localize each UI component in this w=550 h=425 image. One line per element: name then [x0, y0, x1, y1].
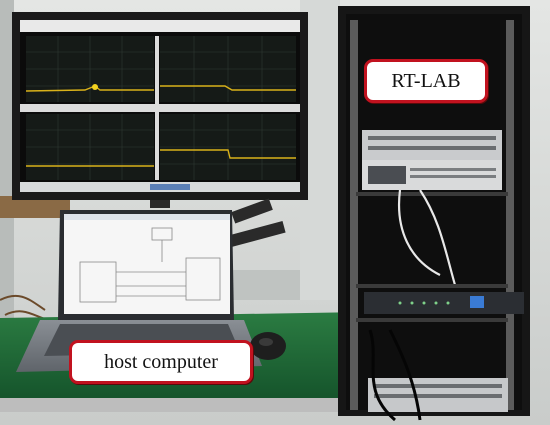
mouse [250, 332, 286, 360]
monitor [12, 12, 308, 208]
oscilloscope-panels [20, 36, 300, 180]
monitor-arm [229, 198, 286, 247]
rt-lab-label: RT-LAB [364, 59, 488, 103]
host-computer-label: host computer [69, 340, 253, 384]
